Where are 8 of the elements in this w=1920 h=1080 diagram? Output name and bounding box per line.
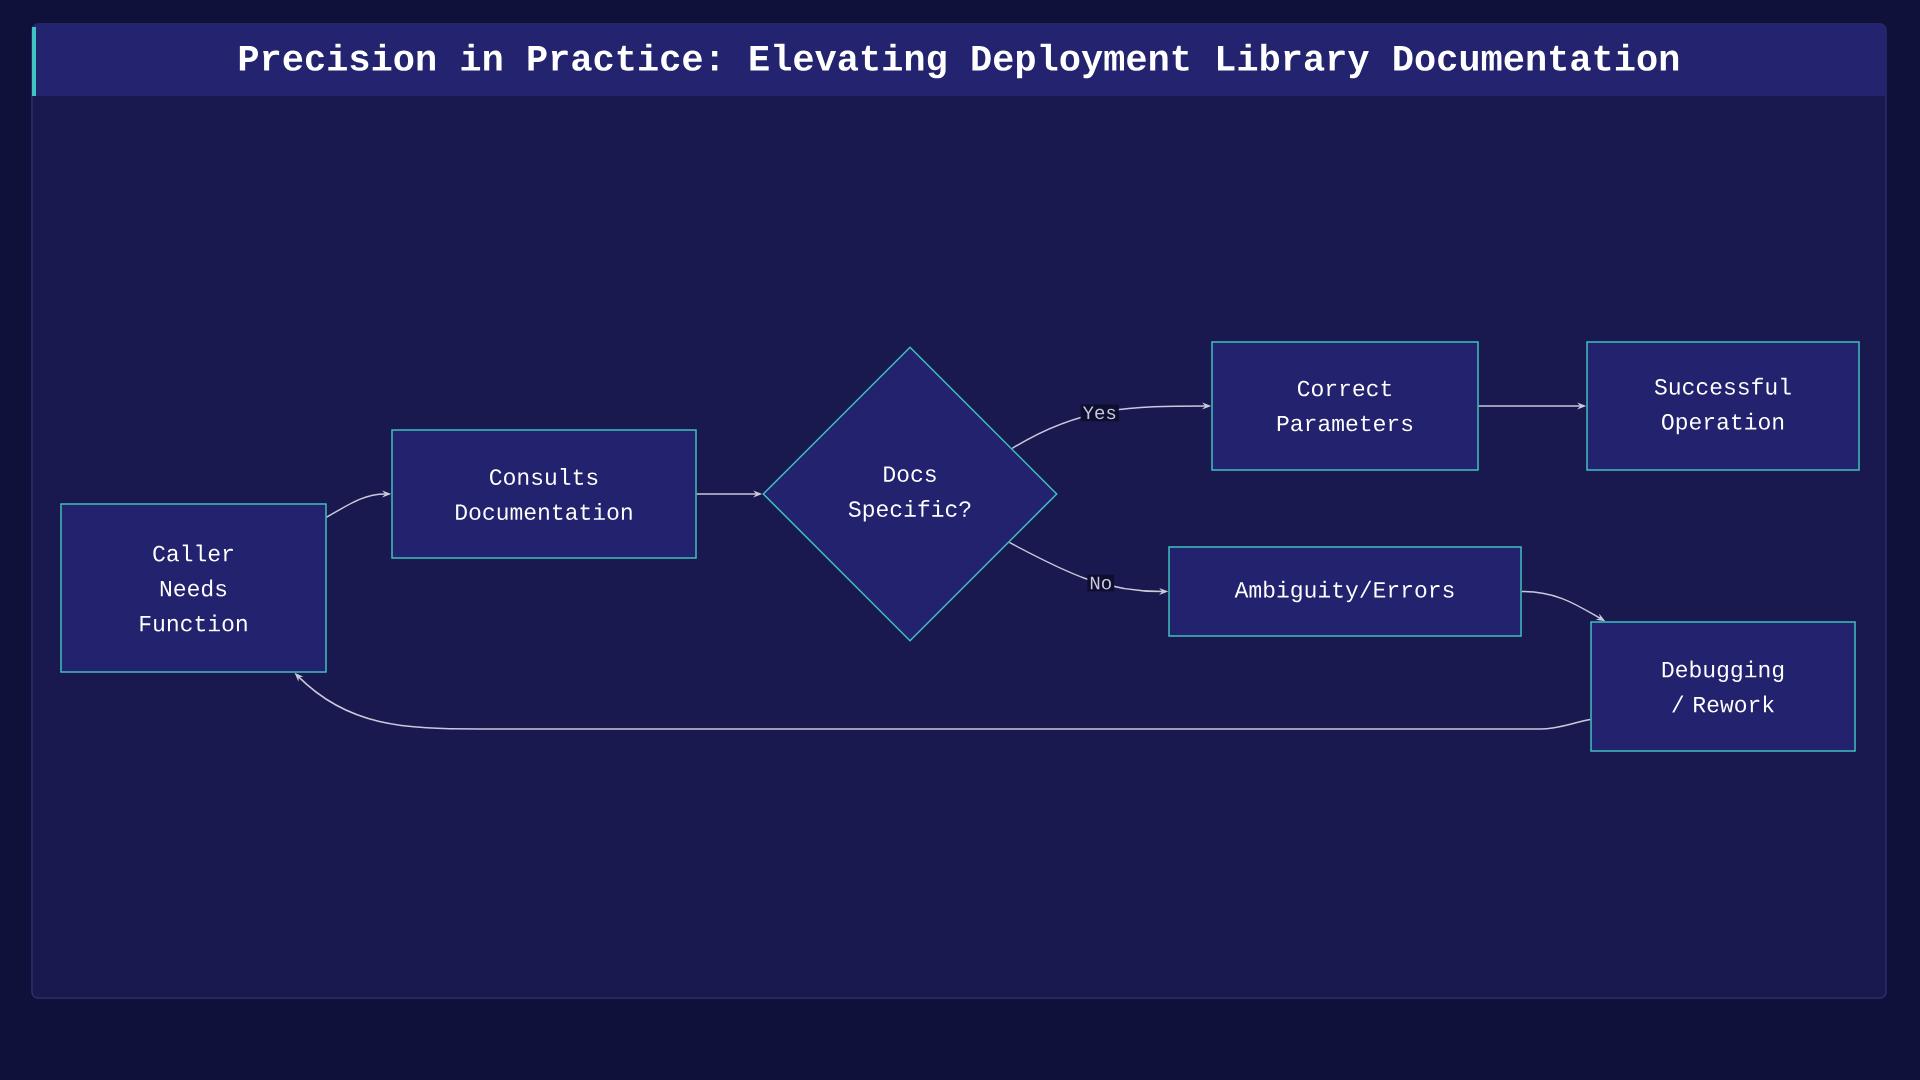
process-box: Ambiguity/Errors: [1168, 546, 1522, 637]
edge-label: Yes: [1080, 404, 1119, 422]
title-bar: Precision in Practice: Elevating Deployment Library Documentation: [32, 24, 1886, 96]
process-box: Debugging / Rework: [1590, 621, 1856, 752]
process-box: Successful Operation: [1586, 341, 1860, 471]
process-box: Correct Parameters: [1211, 341, 1479, 471]
process-box: Consults Documentation: [391, 429, 697, 559]
process-box: Caller Needs Function: [60, 503, 327, 673]
